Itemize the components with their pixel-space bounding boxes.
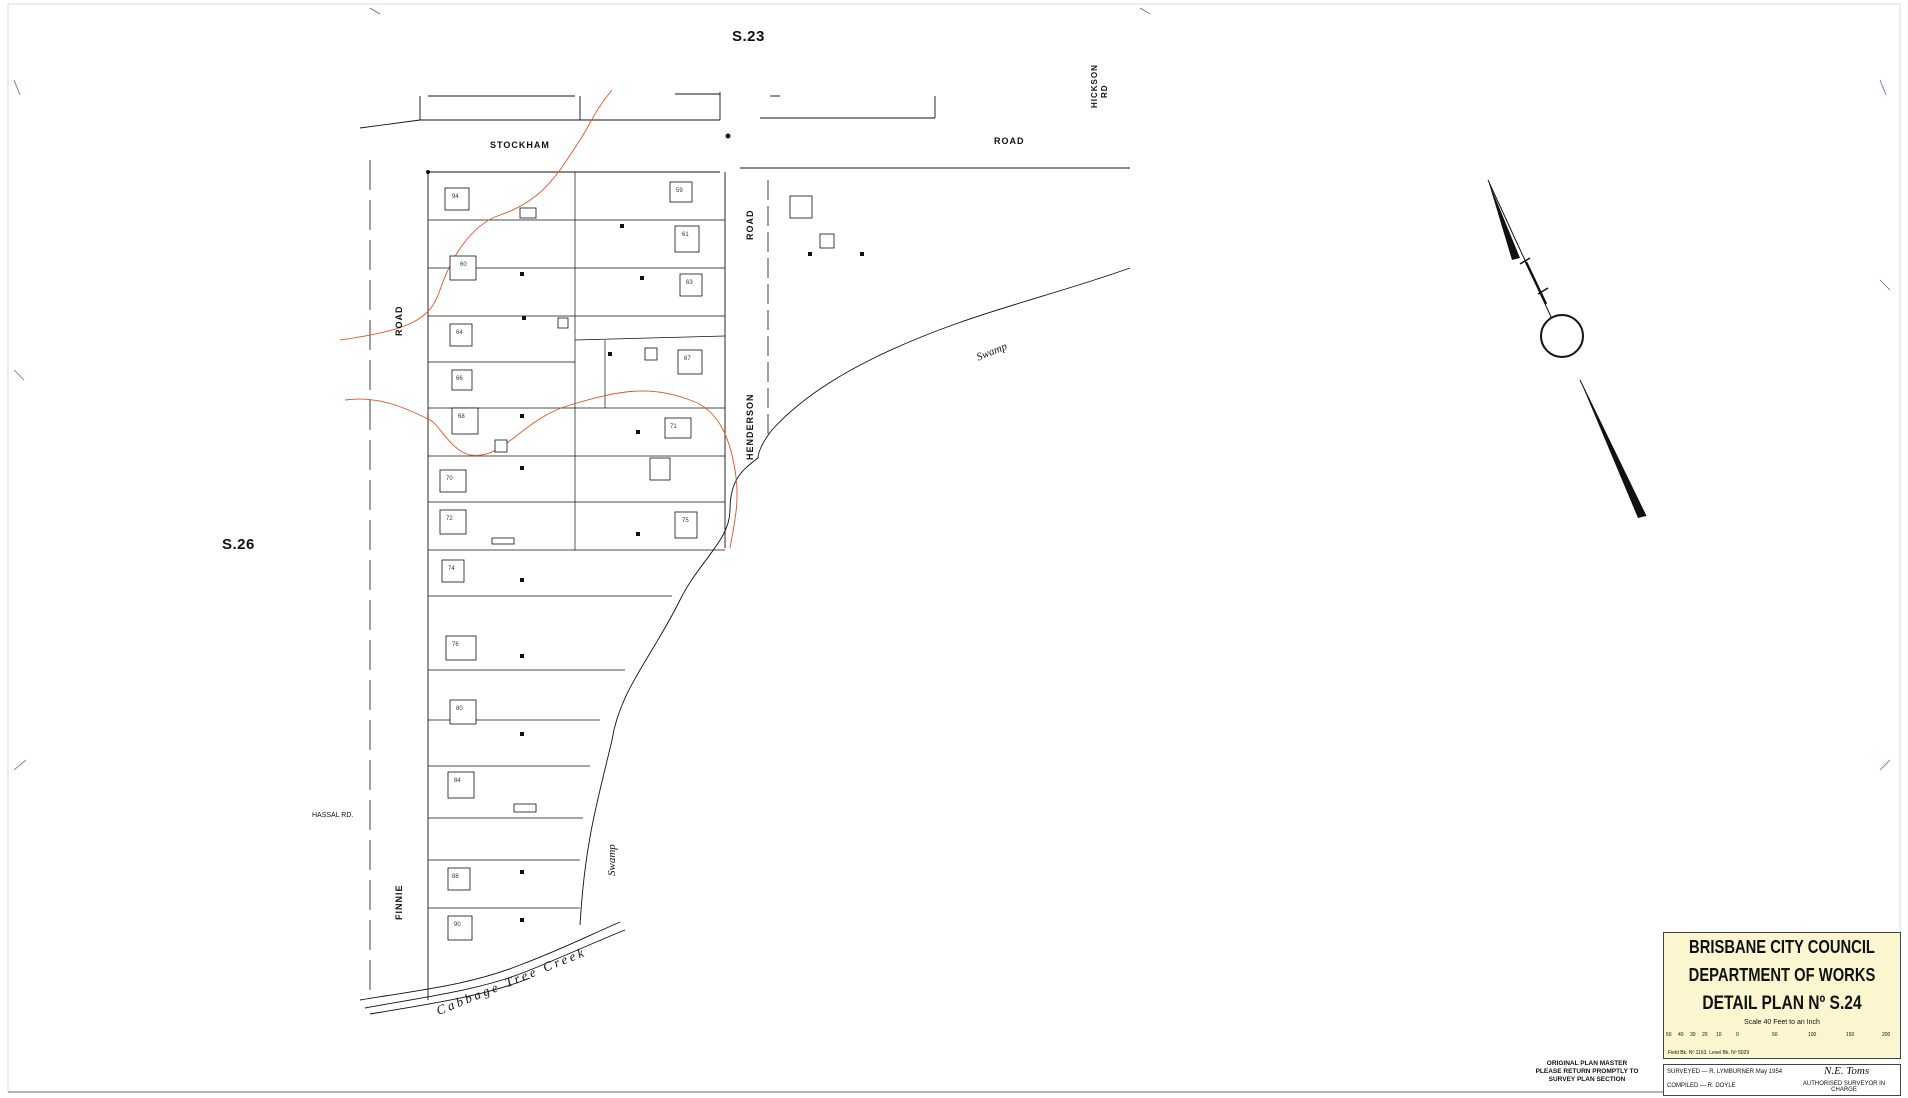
lot-number: 94: [452, 194, 459, 200]
surveyed-by: SURVEYED — R. LYMBURNER May 1954: [1667, 1069, 1783, 1075]
field-book: Field Bk. Nº 1163. Level Bk. Nº 5029: [1668, 1050, 1750, 1056]
swamp-boundary: [579, 267, 1131, 926]
lot-number: 90: [454, 922, 461, 928]
contour-lines: [339, 89, 738, 549]
lot-number: 80: [456, 706, 463, 712]
road-label-hassal: HASSAL RD.: [312, 812, 354, 819]
title-council: BRISBANE CITY COUNCIL: [1689, 937, 1875, 957]
creek-lines: [359, 921, 626, 1015]
lot-number: 66: [456, 376, 463, 382]
compiled-by: COMPILED — R. DOYLE: [1667, 1083, 1736, 1089]
road-label-finnie: FINNIE: [394, 884, 404, 920]
lot-number: 68: [458, 414, 465, 420]
title-block: BRISBANE CITY COUNCIL DEPARTMENT OF WORK…: [1663, 932, 1901, 1059]
lot-number: 76: [452, 642, 459, 648]
road-label-hickson: HICKSON: [1090, 64, 1099, 108]
lot-number: 84: [454, 778, 461, 784]
sheet-ref-north: S.23: [732, 28, 765, 45]
survey-marks: [426, 133, 864, 922]
road-label-stockham-east: ROAD: [994, 136, 1025, 146]
road-label-stockham: STOCKHAM: [490, 140, 550, 150]
scale-ticks: 50 40 30 20 10 0 50 100 150 200: [1666, 1032, 1891, 1038]
lot-number: 72: [446, 516, 453, 522]
lot-number: 59: [676, 188, 683, 194]
lot-boundaries: [428, 172, 726, 909]
lot-number: 75: [682, 518, 689, 524]
lot-number: 61: [682, 232, 689, 238]
approval-block: SURVEYED — R. LYMBURNER May 1954 COMPILE…: [1663, 1064, 1901, 1096]
lot-number: 60: [460, 262, 467, 268]
title-department: DEPARTMENT OF WORKS: [1688, 965, 1876, 985]
authorised-surveyor: AUTHORISED SURVEYOR IN CHARGE: [1802, 1081, 1886, 1093]
scale-text: Scale 40 Feet to an Inch: [1744, 1019, 1820, 1026]
swamp-label-south: Swamp: [606, 844, 618, 876]
road-label-finnie-road: ROAD: [394, 305, 404, 337]
road-label-hickson-rd: RD: [1100, 84, 1109, 98]
lot-number: 67: [684, 356, 691, 362]
sheet-ref-west: S.26: [222, 536, 255, 553]
lot-number: 63: [686, 280, 693, 286]
road-label-henderson: HENDERSON: [745, 393, 755, 460]
lot-number: 71: [670, 424, 677, 430]
stamp-line-1: ORIGINAL PLAN MASTER: [1546, 1060, 1628, 1067]
stamp-line-3: SURVEY PLAN SECTION: [1548, 1076, 1626, 1083]
lot-number: 74: [448, 566, 455, 572]
signature: N.E. Toms: [1824, 1065, 1870, 1077]
lot-number: 64: [456, 330, 463, 336]
houses: [439, 181, 835, 941]
stockham-road: [359, 92, 1130, 173]
north-arrow: [1487, 179, 1647, 518]
lot-number: 88: [452, 874, 459, 880]
lot-number: 70: [446, 476, 453, 482]
master-plan-stamp: ORIGINAL PLAN MASTER PLEASE RETURN PROMP…: [1532, 1060, 1642, 1084]
road-label-henderson-road: ROAD: [745, 209, 755, 241]
stamp-line-2: PLEASE RETURN PROMPTLY TO: [1535, 1068, 1639, 1075]
title-plan-number: DETAIL PLAN Nº S.24: [1702, 993, 1862, 1014]
